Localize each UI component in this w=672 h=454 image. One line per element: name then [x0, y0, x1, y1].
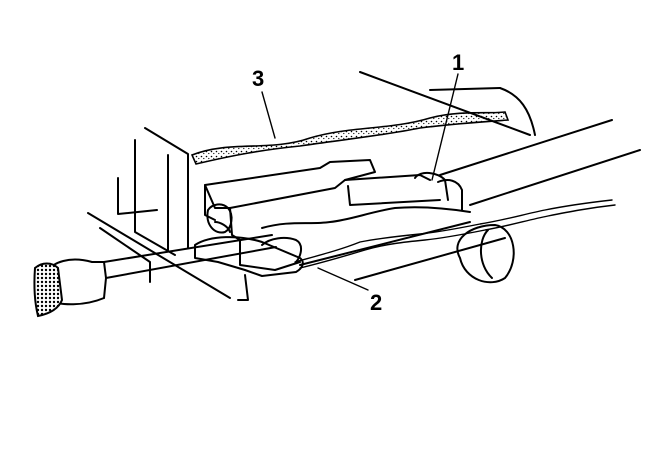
- cable-housing: [299, 119, 641, 284]
- callout-2-label: 2: [370, 290, 382, 315]
- screwdriver-tool: [33, 234, 277, 318]
- frame-bracket: [87, 127, 231, 299]
- brake-cable: [294, 199, 616, 269]
- retainer-bracket: [204, 159, 471, 301]
- callout-leaders: [261, 73, 459, 291]
- callout-1-label: 1: [452, 50, 464, 75]
- callout-3-label: 3: [252, 66, 264, 91]
- sealant-panel: [190, 71, 536, 165]
- cable-end-clip: [194, 203, 304, 277]
